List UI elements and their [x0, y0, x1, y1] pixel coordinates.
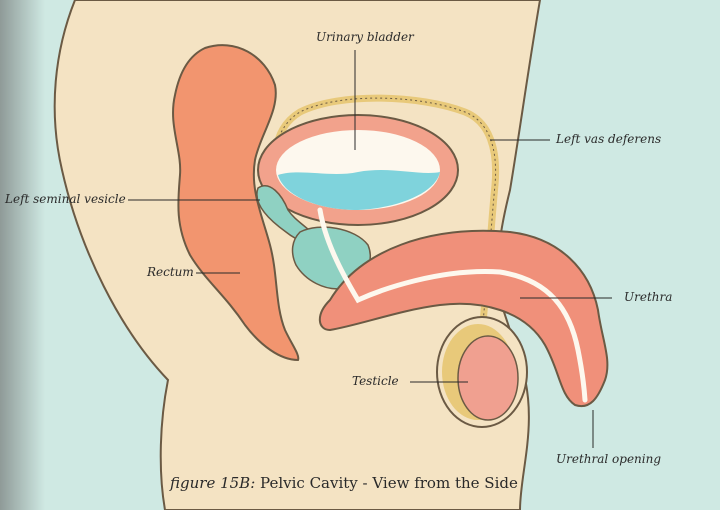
- label-left-vas-deferens: Left vas deferens: [556, 132, 662, 146]
- urethra: [317, 207, 588, 403]
- figure-caption: figure 15B: Pelvic Cavity - View from th…: [170, 474, 518, 492]
- label-urethral-opening: Urethral opening: [556, 452, 662, 466]
- label-testicle: Testicle: [352, 374, 399, 388]
- rectum: [172, 44, 300, 362]
- caption-title: Pelvic Cavity - View from the Side: [260, 474, 518, 492]
- page-shadow: [0, 0, 45, 510]
- caption-figure-number: figure 15B:: [170, 474, 256, 492]
- testicle: [457, 335, 519, 421]
- label-rectum: Rectum: [147, 265, 194, 279]
- label-urinary-bladder: Urinary bladder: [316, 30, 414, 44]
- urine: [278, 170, 440, 210]
- leader-lines: [128, 50, 612, 448]
- penis: [318, 229, 609, 408]
- label-left-seminal-vesicle: Left seminal vesicle: [5, 192, 126, 206]
- label-urethra: Urethra: [624, 290, 673, 304]
